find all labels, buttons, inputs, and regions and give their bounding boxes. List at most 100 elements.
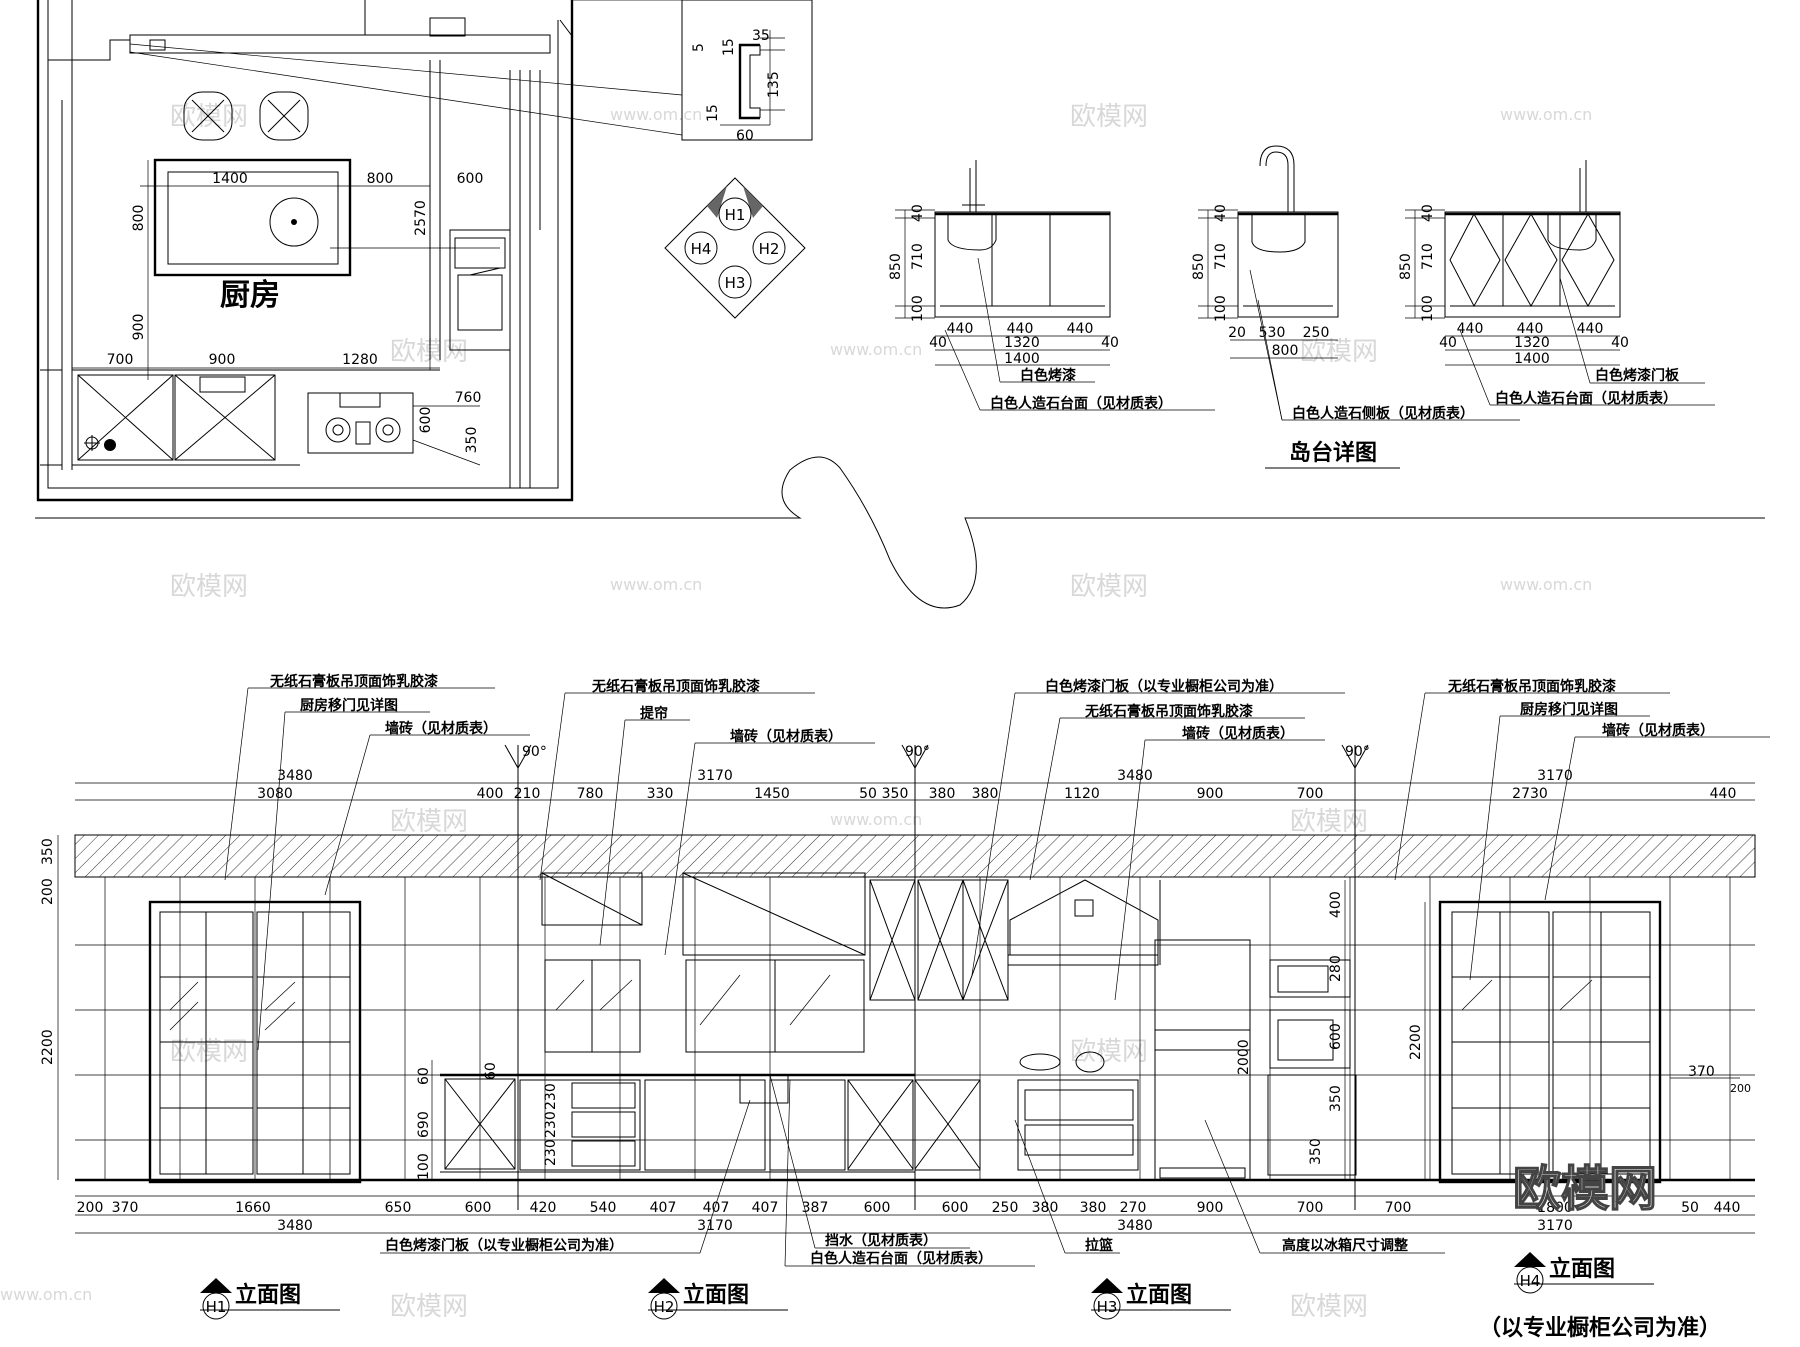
- h3-dim: 350: [1328, 1085, 1344, 1112]
- break-line: [35, 456, 1765, 609]
- kitchen-floor-plan: 1400 800 600 800 900 2570 700 900 1280 7…: [36, 0, 683, 502]
- island-dim: 440: [1577, 321, 1604, 337]
- h2-upper: [541, 872, 866, 1053]
- bottom-dim: 270: [1120, 1200, 1147, 1216]
- note: 无纸石膏板吊顶面饰乳胶漆: [1447, 678, 1616, 695]
- bottom-total: 3170: [1537, 1218, 1573, 1234]
- island-dim: 20: [1228, 325, 1246, 341]
- watermark-url: www.om.cn: [830, 810, 922, 829]
- h3-dim: 600: [1328, 1023, 1344, 1050]
- left-dim: 100: [416, 1153, 432, 1180]
- view-title-h2: H2 立面图: [648, 1278, 788, 1320]
- wall-section-detail: 35 5 15 135 15 60: [681, 0, 813, 144]
- bottom-dim: 600: [942, 1200, 969, 1216]
- island-note: 白色人造石台面（见材质表）: [1495, 390, 1677, 407]
- svg-text:90°: 90°: [1345, 744, 1370, 760]
- note: 无纸石膏板吊顶面饰乳胶漆: [1084, 703, 1253, 720]
- island-dim: 800: [1272, 343, 1299, 359]
- bottom-dim: 700: [1385, 1200, 1412, 1216]
- bottom-dim: 407: [703, 1200, 730, 1216]
- watermark-brand: 欧模网: [1290, 1292, 1368, 1322]
- note: 白色烤漆门板（以专业橱柜公司为准）: [1045, 678, 1283, 695]
- island-title: 岛台详图: [1289, 440, 1377, 466]
- watermark-url: www.om.cn: [0, 1285, 92, 1304]
- bottom-dim: 407: [650, 1200, 677, 1216]
- watermarks: 欧模网 欧模网 www.om.cn www.om.cn 欧模网 www.om.c…: [0, 102, 1592, 1322]
- island-dim: 440: [1007, 321, 1034, 337]
- marker-label: H3: [725, 274, 746, 292]
- island-dim: 440: [947, 321, 974, 337]
- plan-dim: 800: [367, 171, 394, 187]
- elevation-index-marker: H1 H2 H3 H4: [664, 177, 806, 319]
- note: 墙砖（见材质表）: [385, 720, 497, 737]
- bottom-dim: 407: [752, 1200, 779, 1216]
- view-title-h1: H1 立面图: [200, 1278, 340, 1320]
- svg-text:立面图: 立面图: [683, 1282, 749, 1308]
- top-dim: 400: [477, 786, 504, 802]
- svg-text:H4: H4: [1520, 1272, 1541, 1290]
- plan-dim: 2570: [413, 200, 429, 236]
- detail-dim: 15: [705, 104, 721, 122]
- plan-dim: 1400: [212, 171, 248, 187]
- note: 挡水（见材质表）: [825, 1232, 937, 1249]
- sliding-door-h1: [148, 900, 362, 1184]
- h4-dim: 2200: [1408, 1024, 1424, 1060]
- watermark-url: www.om.cn: [1500, 105, 1592, 124]
- island-dim: 100: [1213, 295, 1229, 322]
- watermark-url: www.om.cn: [610, 575, 702, 594]
- note: 白色烤漆门板（以专业橱柜公司为准）: [385, 1237, 623, 1254]
- svg-text:H1: H1: [206, 1298, 227, 1316]
- angle-marker: 90° 90° 90°: [504, 744, 1370, 770]
- bottom-dim: 440: [1714, 1200, 1741, 1216]
- bottom-dim: 387: [802, 1200, 829, 1216]
- island-detail-left: 850 40 710 100 440 440 440 1320 40 40 14…: [888, 160, 1119, 367]
- marker-label: H4: [691, 240, 712, 258]
- watermark-brand: 欧模网: [390, 807, 468, 837]
- watermark-brand: 欧模网: [390, 1292, 468, 1322]
- watermark-url: www.om.cn: [830, 340, 922, 359]
- detail-dim: 60: [736, 128, 754, 144]
- note: 墙砖（见材质表）: [1182, 725, 1294, 742]
- view-title-h3: H3 立面图: [1091, 1278, 1231, 1320]
- top-dim: 380: [972, 786, 999, 802]
- island-dim: 850: [1398, 253, 1414, 280]
- bottom-dim: 1800: [1537, 1200, 1573, 1216]
- island-dim: 40: [1611, 335, 1629, 351]
- left-dim: 690: [416, 1111, 432, 1138]
- watermark-brand: 欧模网: [390, 337, 468, 367]
- marker-label: H2: [759, 240, 780, 258]
- island-dim: 250: [1303, 325, 1330, 341]
- mid-dim: 230: [543, 1083, 559, 1110]
- bottom-dim: 50: [1681, 1200, 1699, 1216]
- h3-dim: 280: [1328, 955, 1344, 982]
- note: 拉篮: [1085, 1237, 1113, 1254]
- top-dim: 440: [1710, 786, 1737, 802]
- island-dim: 530: [1259, 325, 1286, 341]
- watermark-brand: 欧模网: [1070, 102, 1148, 132]
- island-detail-mid: 850 40 710 100 20 530 250 800: [1191, 145, 1339, 359]
- bottom-dim: 600: [864, 1200, 891, 1216]
- island-dim: 1320: [1004, 335, 1040, 351]
- top-dim: 1120: [1064, 786, 1100, 802]
- watermark-brand: 欧模网: [1290, 807, 1368, 837]
- top-dim: 380: [929, 786, 956, 802]
- watermark-brand: 欧模网: [170, 572, 248, 602]
- top-dim: 780: [577, 786, 604, 802]
- plan-dim: 350: [464, 427, 480, 454]
- detail-dim: 5: [691, 43, 707, 52]
- room-label: 厨房: [220, 278, 280, 313]
- island-note: 白色烤漆门板: [1595, 367, 1680, 384]
- island-dim: 1400: [1004, 351, 1040, 367]
- bottom-dim: 370: [112, 1200, 139, 1216]
- island-notes: 白色烤漆 白色人造石台面（见材质表） 白色人造石侧板（见材质表） 白色烤漆门板 …: [944, 257, 1715, 469]
- left-dim: 200: [40, 878, 56, 905]
- island-dim: 440: [1457, 321, 1484, 337]
- note: 提帘: [640, 705, 668, 722]
- watermark-brand: 欧模网: [1070, 572, 1148, 602]
- footnote: （以专业橱柜公司为准）: [1479, 1315, 1721, 1341]
- h3-dim: 350: [1308, 1138, 1324, 1165]
- bottom-dim: 200: [77, 1200, 104, 1216]
- island-dim: 1400: [1514, 351, 1550, 367]
- bottom-dim: 380: [1080, 1200, 1107, 1216]
